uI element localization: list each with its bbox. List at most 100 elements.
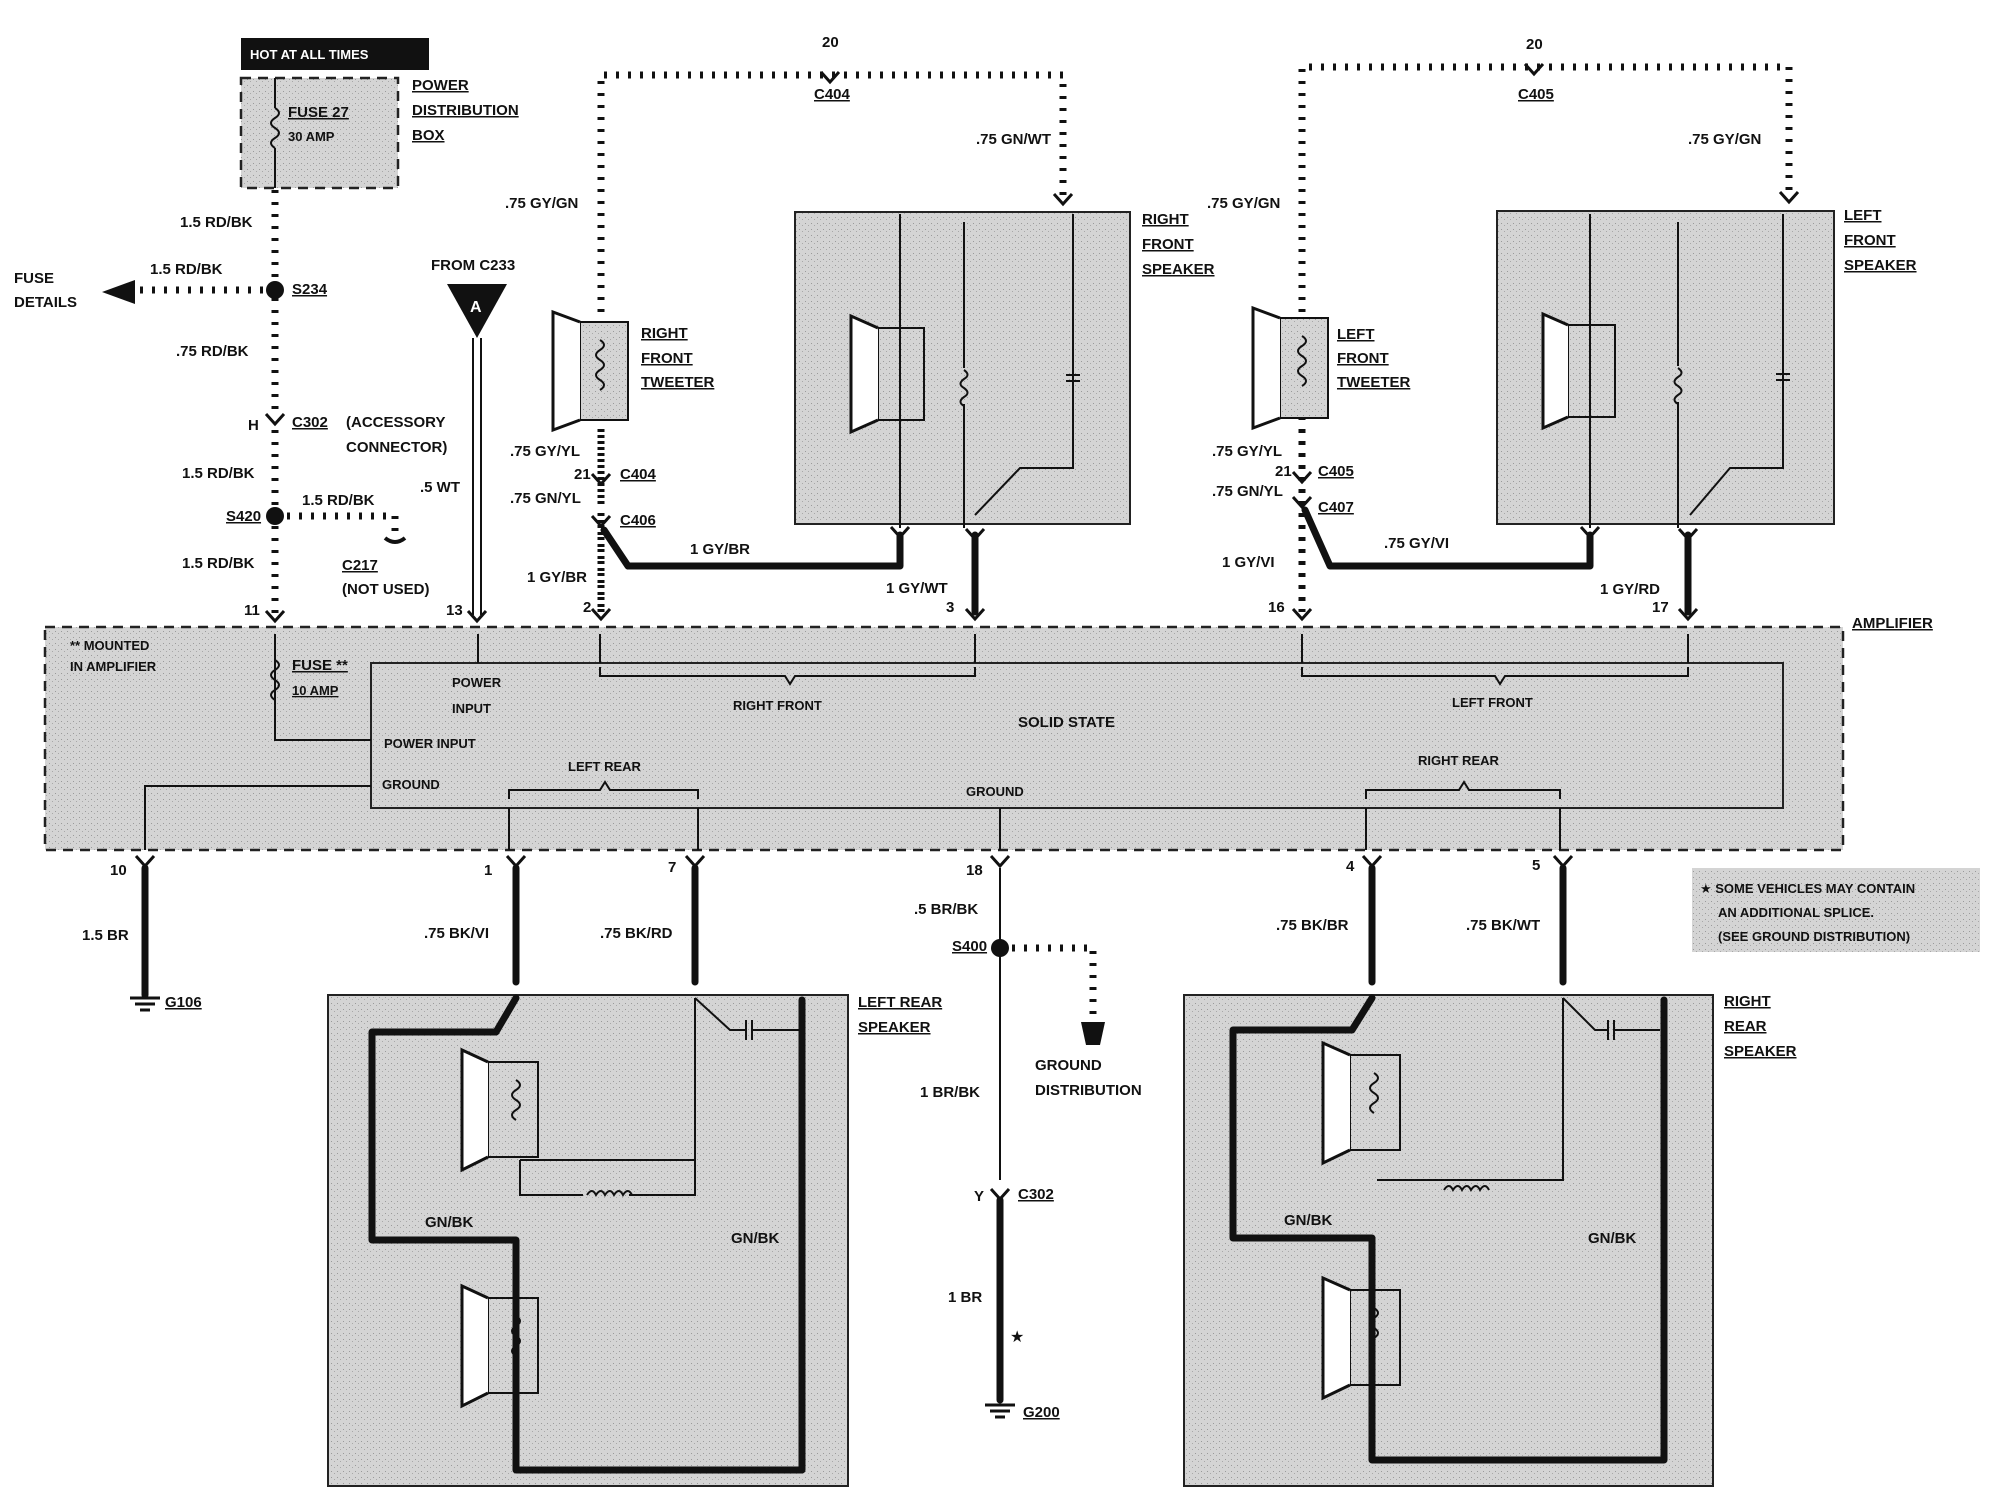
amplifier-title: AMPLIFIER [1852,615,1933,632]
amp-right-front-label: RIGHT FRONT [733,698,822,713]
s420-splice: S420 [226,508,261,525]
amp-fuse-amp: 10 AMP [292,683,339,698]
from-c233-label: FROM C233 [431,257,515,274]
wire-1-5-rdbk-a: 1.5 RD/BK [180,214,253,231]
amp-pin-1: 1 [484,862,492,879]
amp-ground-mid-label: GROUND [966,784,1024,799]
rf-speaker [794,211,1131,528]
pdb-label-2: DISTRIBUTION [412,102,519,119]
from-c233-indicator [447,284,507,623]
amp-pin-13: 13 [446,602,463,619]
lf-wire-75-gygn-r: .75 GY/GN [1688,131,1761,148]
lf-c405-top-pin: 20 [1526,36,1543,53]
pin-y: Y [974,1188,984,1205]
lf-speaker [1496,210,1835,528]
amplifier-box [43,625,1845,852]
wire-1-brbk: 1 BR/BK [920,1084,980,1101]
wire-1-5-rdbk-s420: 1.5 RD/BK [302,492,375,509]
rf-c406: C406 [620,512,656,529]
rf-wire-1-gybr: 1 GY/BR [690,541,750,558]
rf-wire-75-gygn: .75 GY/GN [505,195,578,212]
lf-c407: C407 [1318,499,1354,516]
amp-pin-2: 2 [583,599,591,616]
rf-wire-75-gnyl: .75 GN/YL [510,490,581,507]
center-ground-wiring [985,854,1105,1419]
rr-speaker-label-2: REAR [1724,1018,1767,1035]
lr-gnbk-a: GN/BK [425,1214,474,1231]
amp-left-rear-label: LEFT REAR [568,759,642,774]
lf-wire-75-gyvi: .75 GY/VI [1384,535,1449,552]
rf-wire-1-gywt: 1 GY/WT [886,580,948,597]
lr-speaker-label-2: SPEAKER [858,1019,931,1036]
main-feed-wire [102,190,407,623]
amp-pin-18: 18 [966,862,983,879]
rf-wire-75-gnwt: .75 GN/WT [976,131,1051,148]
rf-c404-top-pin: 20 [822,34,839,51]
rf-tweeter-label-2: FRONT [641,350,693,367]
fuse-27-amp: 30 AMP [288,129,335,144]
ground-distribution-2: DISTRIBUTION [1035,1082,1142,1099]
lf-tweeter-label-3: TWEETER [1337,374,1410,391]
amp-pin-7: 7 [668,859,676,876]
amp-pin-11: 11 [244,602,260,619]
hot-at-all-times: HOT AT ALL TIMES [250,47,369,62]
wire-5-brbk: .5 BR/BK [914,901,978,918]
fuse-details-1: FUSE [14,270,54,287]
amp-pin-10: 10 [110,862,127,879]
amp-ground-label: GROUND [382,777,440,792]
rf-wire-1-gybr-b: 1 GY/BR [527,569,587,586]
c217-connector: C217 [342,557,378,574]
amp-power-input-label: POWER INPUT [384,736,476,751]
rf-c404: C404 [620,466,657,483]
wire-1-5-rdbk-branch: 1.5 RD/BK [150,261,223,278]
pdb-label-1: POWER [412,77,469,94]
c302-bottom: C302 [1018,1186,1054,1203]
wire-75-bkbr: .75 BK/BR [1276,917,1349,934]
note-line-3: (SEE GROUND DISTRIBUTION) [1718,929,1910,944]
mounted-note-2: IN AMPLIFIER [70,659,157,674]
lf-wire-75-gygn: .75 GY/GN [1207,195,1280,212]
lf-speaker-label-2: FRONT [1844,232,1896,249]
accessory-connector-2: CONNECTOR) [346,439,447,456]
rf-c404-top: C404 [814,86,851,103]
lf-tweeter [1251,305,1329,431]
lf-speaker-label-3: SPEAKER [1844,257,1917,274]
pin-h: H [248,417,259,434]
g106-ground: G106 [165,994,202,1011]
wire-75-bkwt: .75 BK/WT [1466,917,1540,934]
rf-speaker-label-2: FRONT [1142,236,1194,253]
wire-1-5-rdbk-c: 1.5 RD/BK [182,555,255,572]
wire-5-wt: .5 WT [420,479,460,496]
lf-tweeter-label-1: LEFT [1337,326,1375,343]
left-rear-wiring [505,854,706,986]
c302-top: C302 [292,414,328,431]
rf-tweeter-label-1: RIGHT [641,325,688,342]
splice-note [1692,868,1980,952]
g200-ground: G200 [1023,1404,1060,1421]
lf-speaker-label-1: LEFT [1844,207,1882,224]
lf-c405: C405 [1318,463,1354,480]
lf-wire-75-gnyl: .75 GN/YL [1212,483,1283,500]
ground-distribution-1: GROUND [1035,1057,1102,1074]
lf-c405-top: C405 [1518,86,1554,103]
wire-1-5-br: 1.5 BR [82,927,129,944]
c217-not-used: (NOT USED) [342,581,430,598]
rf-wire-75-gyyl: .75 GY/YL [510,443,580,460]
note-line-1: ★ SOME VEHICLES MAY CONTAIN [1700,881,1915,896]
accessory-connector-1: (ACCESSORY [346,414,445,431]
lr-gnbk-b: GN/BK [731,1230,780,1247]
rf-pin-21: 21 [574,466,591,483]
lf-tweeter-label-2: FRONT [1337,350,1389,367]
amp-pin-5: 5 [1532,857,1540,874]
rf-speaker-label-3: SPEAKER [1142,261,1215,278]
amp-pin-17: 17 [1652,599,1669,616]
wire-75-rdbk: .75 RD/BK [176,343,249,360]
rr-speaker-label-1: RIGHT [1724,993,1771,1010]
amp-pin-3: 3 [946,599,954,616]
rf-tweeter-label-3: TWEETER [641,374,714,391]
rf-tweeter [551,309,629,433]
splice-star: ★ [1010,1329,1024,1346]
wire-1-br: 1 BR [948,1289,982,1306]
rr-gnbk-b: GN/BK [1588,1230,1637,1247]
